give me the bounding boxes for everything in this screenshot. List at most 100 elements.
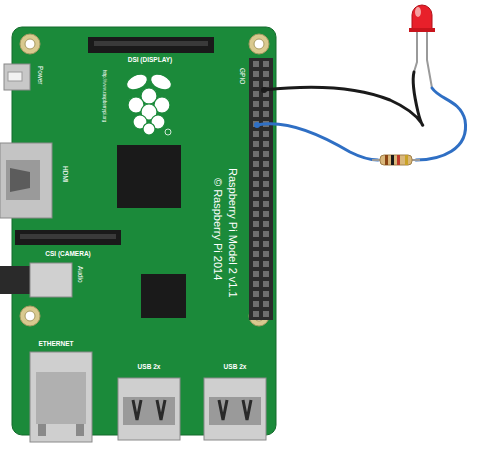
gpio-pin	[263, 231, 269, 237]
gpio-pin	[263, 271, 269, 277]
csi-connector	[15, 230, 121, 245]
gpio-pin	[253, 251, 259, 257]
usb-port	[123, 397, 175, 425]
part-label: ETHERNET	[38, 341, 73, 348]
gpio-pin	[263, 141, 269, 147]
gpio-pin	[263, 251, 269, 257]
ethernet-led	[38, 424, 46, 436]
gpio-pin	[253, 111, 259, 117]
gpio-pin	[253, 231, 259, 237]
pcb	[12, 27, 276, 435]
dsi-connector	[88, 37, 214, 53]
gpio-pin	[253, 71, 259, 77]
audio-jack	[30, 263, 72, 297]
resistor-band	[405, 155, 408, 165]
signal-wire	[257, 124, 378, 160]
part-label: http://www.raspberrypi.org	[102, 70, 107, 122]
gpio-pin	[253, 141, 259, 147]
part-label: CSI (CAMERA)	[45, 251, 91, 258]
gpio-pin	[253, 261, 259, 267]
hdmi-port	[6, 160, 40, 200]
led-anode-leg	[427, 30, 432, 88]
gpio-pin	[263, 191, 269, 197]
gpio-pin	[253, 191, 259, 197]
mounting-hole	[20, 306, 40, 326]
gpio-pin	[253, 161, 259, 167]
usb-lan-chip	[141, 274, 186, 318]
resistor-band	[385, 155, 388, 165]
dsi-slot	[94, 41, 208, 46]
gpio-pin	[263, 311, 269, 317]
led-body	[412, 5, 432, 30]
gpio-pin	[263, 61, 269, 67]
gpio-pin	[253, 301, 259, 307]
hole	[25, 39, 35, 49]
part-label: USB 2x	[138, 364, 161, 371]
gpio-pin	[263, 81, 269, 87]
led-highlight	[415, 7, 421, 17]
registered-mark	[165, 129, 171, 135]
logo-berry	[143, 123, 155, 135]
ethernet-led	[76, 424, 84, 436]
usb-port	[209, 397, 261, 425]
gpio-pin	[263, 151, 269, 157]
gpio-pin	[263, 181, 269, 187]
gpio-pin	[253, 181, 259, 187]
part-label: USB 2x	[224, 364, 247, 371]
hole	[25, 311, 35, 321]
gpio-pin	[263, 111, 269, 117]
gpio-pin	[253, 131, 259, 137]
gpio-pin	[263, 281, 269, 287]
hdmi-port-inner	[10, 168, 30, 192]
hole	[254, 39, 264, 49]
part-label: Power	[37, 66, 44, 84]
resistor-band	[391, 155, 394, 165]
gpio-pin	[253, 171, 259, 177]
raspberry-logo	[124, 71, 174, 135]
gpio-pin	[253, 281, 259, 287]
part-label: GPIO	[239, 68, 246, 84]
gpio-header	[249, 58, 273, 320]
part-label: © Raspberry Pi 2014	[212, 178, 223, 280]
gpio-pin	[253, 271, 259, 277]
part-label: Audio	[77, 266, 84, 283]
gpio-pin	[253, 61, 259, 67]
gpio-pin	[263, 161, 269, 167]
csi-slot	[20, 234, 116, 239]
soc-chip	[117, 145, 181, 208]
gpio-pin	[263, 211, 269, 217]
part-label: HDMI	[62, 166, 69, 183]
gpio-pin	[253, 221, 259, 227]
part-label: Raspberry Pi Model 2 v1.1	[227, 168, 238, 298]
usb-housing	[118, 378, 180, 440]
gpio-pin	[253, 211, 259, 217]
mounting-hole	[249, 34, 269, 54]
gpio-pin	[263, 221, 269, 227]
gpio-pin	[263, 71, 269, 77]
power-port	[8, 72, 22, 81]
gpio-pin	[253, 101, 259, 107]
gpio-pin	[253, 151, 259, 157]
audio-jack-barrel	[0, 266, 32, 294]
gpio-pin	[253, 311, 259, 317]
gpio-pin	[253, 291, 259, 297]
usb-contacts	[219, 400, 251, 420]
gpio-pin	[253, 201, 259, 207]
gpio-pin	[263, 171, 269, 177]
gpio-pin	[253, 81, 259, 87]
board	[12, 27, 276, 435]
usb-connector	[204, 378, 266, 440]
gpio-pin	[253, 241, 259, 247]
mounting-holes	[20, 34, 269, 326]
ground-wire	[264, 72, 423, 125]
gpio-pin	[253, 91, 259, 97]
power-connector	[4, 64, 30, 90]
led-wire	[416, 88, 466, 160]
resistor-symbol	[372, 155, 420, 165]
wire-end	[261, 87, 267, 93]
gpio-housing	[249, 58, 273, 320]
gpio-pin	[263, 131, 269, 137]
resistor-body	[380, 155, 412, 165]
